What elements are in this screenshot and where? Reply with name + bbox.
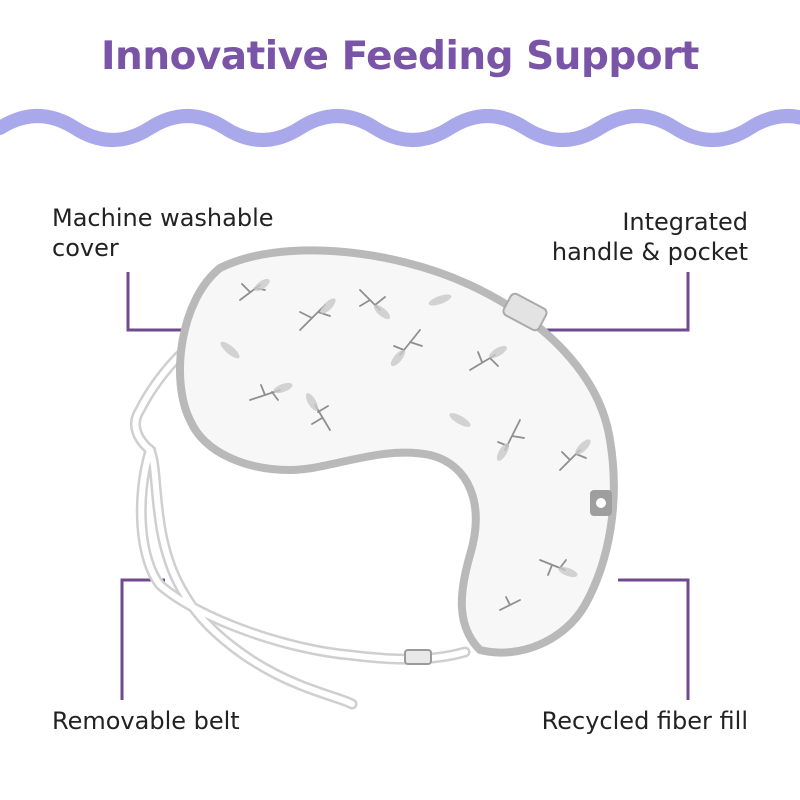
callout-lines	[120, 272, 690, 700]
callout-line-bottom-left	[120, 578, 165, 700]
page-title: Innovative Feeding Support	[101, 34, 699, 79]
leaf-pattern-icon	[239, 283, 587, 611]
callout-line-top-left	[126, 272, 186, 332]
handle-icon	[502, 292, 548, 332]
feature-label-integrated-handle-pocket: Integrated handle & pocket	[551, 208, 748, 266]
wave-divider	[0, 109, 800, 147]
leaf-shapes	[220, 278, 591, 578]
feature-label-removable-belt: Removable belt	[52, 707, 240, 735]
feature-label-recycled-fiber-fill: Recycled fiber fill	[541, 707, 748, 735]
callout-line-bottom-right	[618, 578, 690, 700]
belt-buckle-icon	[404, 649, 432, 665]
callout-line-top-right	[545, 272, 690, 332]
pillow-body	[176, 246, 618, 657]
feature-label-machine-washable-cover: Machine washable cover	[52, 204, 274, 262]
